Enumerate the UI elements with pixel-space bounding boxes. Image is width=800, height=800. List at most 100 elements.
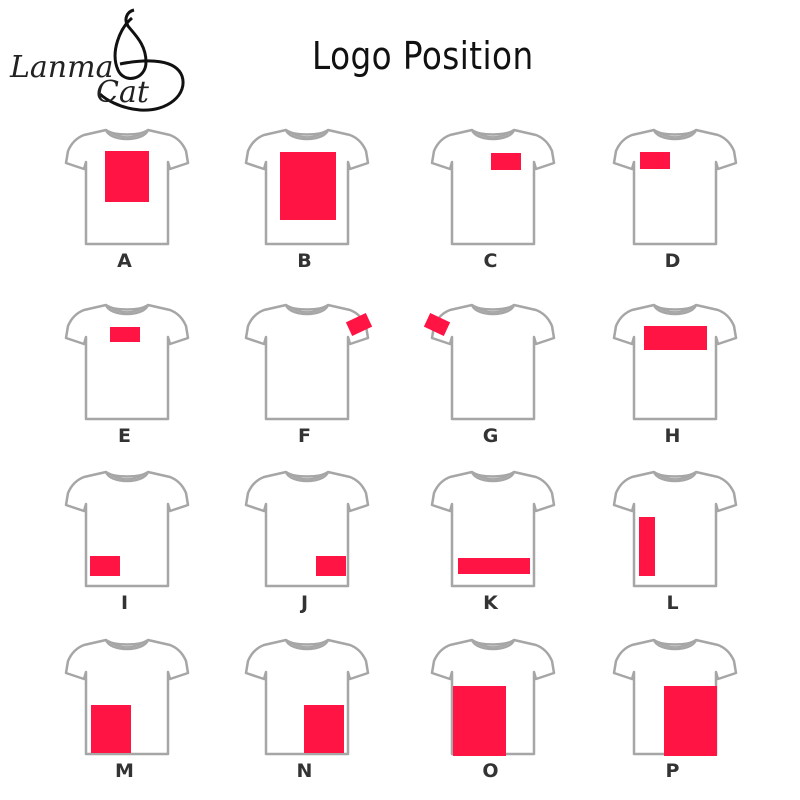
tshirt-icon [430, 638, 556, 756]
tshirt-collar [470, 129, 516, 141]
tshirt-icon [244, 303, 373, 421]
tshirt-icon [430, 470, 556, 588]
tshirt-collar-inner [288, 640, 326, 648]
logo-print-area [105, 151, 149, 202]
tshirt-collar-inner [474, 130, 512, 138]
position-c: C [428, 120, 558, 285]
tshirt-icon [64, 638, 190, 756]
position-b: B [242, 120, 372, 285]
tshirt-collar [104, 129, 150, 141]
position-f: F [242, 295, 373, 460]
position-label: K [483, 592, 498, 614]
tshirt-icon [423, 303, 556, 421]
position-k: K [428, 462, 558, 627]
tshirt-collar-inner [288, 305, 326, 313]
brand-word-2: Cat [96, 75, 149, 110]
logo-print-area [640, 152, 670, 169]
position-n: N [242, 630, 372, 795]
tshirt-collar [652, 304, 698, 316]
position-label: I [120, 592, 129, 614]
position-label: B [297, 250, 312, 272]
tshirt-collar [652, 471, 698, 483]
position-label: P [665, 760, 680, 782]
logo-print-area [423, 313, 451, 336]
tshirt-icon [612, 638, 738, 756]
position-p: P [610, 630, 740, 795]
tshirt-outline [612, 128, 738, 246]
tshirt-outline [430, 128, 556, 246]
tshirt-icon [64, 128, 190, 246]
position-i: I [62, 462, 192, 627]
tshirt-collar-inner [288, 130, 326, 138]
tshirt-icon [430, 128, 556, 246]
tshirt-outline [64, 470, 190, 588]
position-label: O [482, 760, 499, 782]
logo-print-area [664, 686, 717, 756]
tshirt-icon [612, 470, 738, 588]
tshirt-collar [652, 639, 698, 651]
logo-print-area [90, 556, 120, 576]
logo-print-area [316, 556, 346, 576]
tshirt-collar [470, 639, 516, 651]
position-label: N [296, 760, 313, 782]
tshirt-collar-inner [656, 305, 694, 313]
tshirt-collar [284, 639, 330, 651]
tshirt-outline [612, 470, 738, 588]
tshirt-collar-inner [108, 305, 146, 313]
brand-logo-swirl [98, 8, 185, 112]
page-title: Logo Position [312, 34, 534, 78]
tshirt-icon [612, 303, 738, 421]
position-label: G [482, 425, 499, 447]
tshirt-icon [244, 128, 370, 246]
position-label: D [664, 250, 681, 272]
tshirt-collar-inner [656, 640, 694, 648]
logo-print-area [280, 152, 336, 220]
logo-print-area [453, 686, 506, 756]
tshirt-collar-inner [474, 640, 512, 648]
tshirt-collar [470, 471, 516, 483]
tshirt-collar-inner [288, 472, 326, 480]
position-e: E [62, 295, 192, 460]
tshirt-collar-inner [108, 130, 146, 138]
position-label: M [115, 760, 134, 782]
tshirt-collar [652, 129, 698, 141]
position-o: O [428, 630, 558, 795]
tshirt-collar [104, 639, 150, 651]
tshirt-collar-inner [108, 472, 146, 480]
tshirt-collar-inner [474, 472, 512, 480]
position-l: L [610, 462, 740, 627]
tshirt-collar [284, 304, 330, 316]
tshirt-collar [104, 304, 150, 316]
position-d: D [610, 120, 740, 285]
position-label: L [666, 592, 679, 614]
tshirt-collar [470, 304, 516, 316]
tshirt-outline [430, 303, 556, 421]
tshirt-collar [284, 471, 330, 483]
tshirt-icon [64, 303, 190, 421]
tshirt-collar [284, 129, 330, 141]
logo-print-area [458, 558, 530, 574]
position-m: M [62, 630, 192, 795]
tshirt-outline [612, 303, 738, 421]
tshirt-outline [64, 303, 190, 421]
tshirt-icon [244, 470, 370, 588]
logo-print-area [91, 705, 131, 753]
logo-print-area [304, 705, 344, 753]
tshirt-icon [244, 638, 370, 756]
logo-print-area [644, 326, 707, 350]
logo-print-area [639, 517, 655, 576]
position-label: J [300, 592, 309, 614]
logo-print-area [491, 153, 521, 170]
position-a: A [62, 120, 192, 285]
position-j: J [242, 462, 372, 627]
brand-logo: Lanma Cat [0, 0, 200, 120]
logo-print-area [110, 327, 140, 342]
tshirt-collar [104, 471, 150, 483]
position-g: G [423, 295, 558, 460]
tshirt-collar-inner [108, 640, 146, 648]
position-label: F [298, 425, 311, 447]
tshirt-outline [244, 470, 370, 588]
tshirt-icon [64, 470, 190, 588]
tshirt-icon [612, 128, 738, 246]
position-label: H [664, 425, 681, 447]
